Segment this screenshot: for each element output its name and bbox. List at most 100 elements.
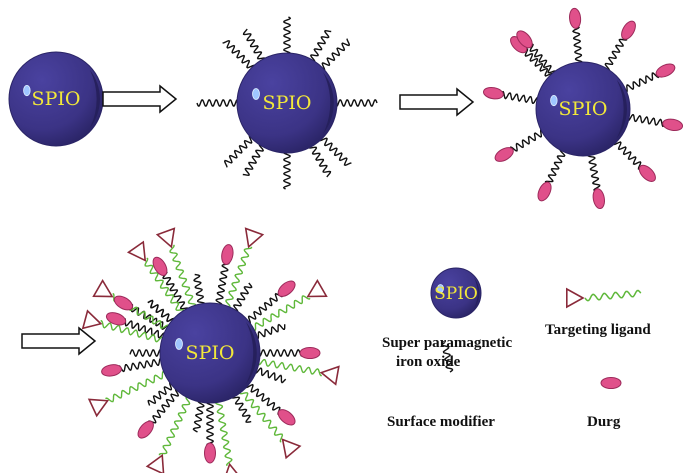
surface-modifier-chain xyxy=(282,150,292,190)
surface-modifier-chain xyxy=(308,144,332,178)
surface-modifier-chain xyxy=(129,348,163,358)
surface-modifier-chain xyxy=(192,399,205,433)
spio-sphere-icon: SPIO xyxy=(159,302,261,404)
surface-modifier-chain xyxy=(124,318,166,339)
drug-ellipse-icon xyxy=(592,188,605,210)
sphere-highlight xyxy=(437,284,444,293)
legend-targeting-ligand-label: Targeting ligand xyxy=(545,322,651,338)
surface-modifier-chain xyxy=(309,29,332,63)
surface-modifier-chain xyxy=(572,25,583,65)
chain-ends-layer xyxy=(81,7,684,473)
drug-ellipse-icon xyxy=(482,87,504,100)
targeting-ligand-chain xyxy=(144,257,185,315)
sphere-shadow xyxy=(323,72,334,134)
surface-modifier-chain xyxy=(196,99,240,107)
surface-modifier-chain xyxy=(334,99,378,107)
sphere-body xyxy=(236,52,338,154)
chains-layer xyxy=(100,16,666,467)
targeting-ligand-chain xyxy=(251,295,311,332)
drug-ellipse-icon xyxy=(204,442,216,464)
surface-modifier-chain xyxy=(509,128,545,152)
targeting-triangle-icon xyxy=(319,365,340,386)
sphere-highlight xyxy=(252,88,260,100)
spio-label: SPIO xyxy=(434,284,478,304)
sphere-shadow xyxy=(89,69,100,129)
drug-ellipse-icon xyxy=(621,20,636,40)
legend-drug-label: Durg xyxy=(587,414,621,430)
spio-sphere-icon: SPIO xyxy=(236,52,338,154)
drug-ellipse-icon xyxy=(600,377,622,389)
surface-modifier-chain xyxy=(257,349,303,357)
drug-ellipse-icon xyxy=(221,244,234,265)
targeting-triangle-icon xyxy=(565,287,585,309)
right-arrow-icon xyxy=(102,84,178,114)
targeting-triangle-icon xyxy=(87,398,110,418)
targeting-ligand-chain xyxy=(215,399,233,467)
targeting-ligand-chain xyxy=(256,358,322,377)
drug-ellipse-icon xyxy=(277,280,296,297)
surface-modifier-chain xyxy=(118,357,164,373)
targeting-triangle-icon xyxy=(155,227,176,249)
drug-ellipse-icon xyxy=(638,164,656,182)
surface-modifier-chain xyxy=(319,136,352,167)
sphere-body xyxy=(430,267,482,319)
surface-modifier-chain xyxy=(222,39,255,70)
surface-modifier-chain xyxy=(245,383,281,415)
drug-ellipse-icon xyxy=(516,30,533,49)
drug-ellipse-icon xyxy=(537,181,552,202)
surface-modifier-chain xyxy=(246,292,283,325)
drug-ellipse-icon xyxy=(569,7,582,29)
targeting-triangle-icon xyxy=(145,453,165,473)
targeting-ligand-chain xyxy=(100,320,165,343)
drug-ellipse-icon xyxy=(101,364,122,377)
legend-targeting-ligand-icon xyxy=(584,289,642,302)
drug-ellipse-icon xyxy=(105,312,127,326)
targeting-ligand-chain xyxy=(105,370,167,403)
drug-ellipse-icon xyxy=(662,118,684,131)
surface-modifier-chain xyxy=(500,90,540,105)
targeting-ligand-chain xyxy=(225,246,253,309)
targeting-triangle-icon xyxy=(126,240,147,262)
surface-modifier-chain xyxy=(147,299,175,323)
surface-modifier-chain xyxy=(162,271,189,312)
spio-label: SPIO xyxy=(186,342,235,364)
sphere-highlight xyxy=(23,84,31,97)
surface-modifier-chain xyxy=(623,72,660,94)
legend-surface-modifier-icon xyxy=(441,341,454,373)
surface-modifier-chain xyxy=(524,48,554,78)
surface-modifier-chain xyxy=(604,37,628,72)
surface-modifier-chain xyxy=(254,367,287,384)
legend-spio-label-line2: iron oxide xyxy=(396,354,461,370)
surface-modifier-chain xyxy=(320,38,351,71)
surface-modifier-chain xyxy=(215,262,230,307)
drug-ellipse-icon xyxy=(152,256,168,276)
surface-modifier-chain xyxy=(612,140,642,170)
surface-modifier-chain xyxy=(587,152,601,192)
sphere-body xyxy=(159,302,261,404)
surface-modifier-chain xyxy=(147,381,174,406)
sphere-body xyxy=(535,61,631,157)
spio-sphere-icon: SPIO xyxy=(430,267,482,319)
targeting-ligand-chain xyxy=(169,244,197,309)
surface-modifier-chain xyxy=(544,148,566,185)
surface-modifier-chain xyxy=(223,135,254,168)
drug-ellipse-icon xyxy=(137,420,154,439)
surface-modifier-chain xyxy=(282,16,292,56)
surface-modifier-chain xyxy=(231,394,252,423)
spio-label: SPIO xyxy=(559,98,608,120)
surface-modifier-chain xyxy=(242,143,265,177)
sphere-shadow xyxy=(246,322,257,384)
targeting-ligand-chain xyxy=(158,395,191,456)
drug-ellipse-icon xyxy=(299,347,321,359)
sphere-shadow xyxy=(616,79,627,139)
surface-modifier-chain xyxy=(193,273,206,307)
targeting-triangle-icon xyxy=(244,227,265,249)
legend-surface-modifier-label: Surface modifier xyxy=(387,414,495,430)
targeting-triangle-icon xyxy=(92,279,114,298)
right-arrow-icon xyxy=(399,87,475,117)
targeting-ligand-chain xyxy=(239,389,284,443)
spio-sphere-icon: SPIO xyxy=(535,61,631,157)
